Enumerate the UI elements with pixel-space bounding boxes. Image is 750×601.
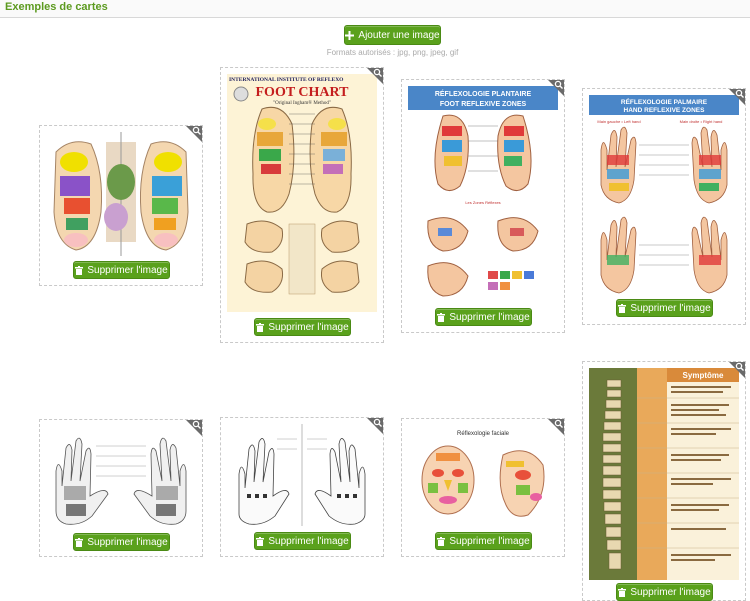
column-header: Symptôme	[683, 371, 724, 380]
plus-icon	[345, 30, 355, 40]
image-card: Symptôme Supprimer l'image	[582, 361, 746, 601]
delete-image-label: Supprimer l'image	[87, 536, 168, 548]
add-image-label: Ajouter une image	[358, 29, 440, 41]
card-thumbnail[interactable]: INTERNATIONAL INSTITUTE OF REFLEXO FOOT …	[227, 74, 377, 312]
svg-text:Les Zones Réflexes: Les Zones Réflexes	[465, 200, 500, 205]
card-thumbnail[interactable]: RÉFLEXOLOGIE PLANTAIRE FOOT REFLEXIVE ZO…	[408, 86, 558, 304]
image-card: Supprimer l'image	[39, 125, 203, 286]
trash-icon	[256, 322, 265, 332]
delete-image-button[interactable]: Supprimer l'image	[435, 532, 532, 550]
zoom-icon	[554, 80, 563, 89]
right-hand-label: Main droite • Right hand	[680, 119, 723, 124]
allowed-formats-text: Formats autorisés : jpg, png, jpeg, gif	[326, 48, 459, 57]
poster-subtitle: HAND REFLEXIVE ZONES	[624, 107, 706, 114]
add-image-button[interactable]: Ajouter une image	[344, 25, 441, 45]
poster-subtitle: FOOT REFLEXIVE ZONES	[440, 101, 527, 108]
page-title: Exemples de cartes	[5, 1, 108, 13]
trash-icon	[75, 537, 84, 547]
delete-image-label: Supprimer l'image	[268, 535, 349, 547]
delete-image-button[interactable]: Supprimer l'image	[73, 261, 170, 279]
image-card: RÉFLEXOLOGIE PALMAIRE HAND REFLEXIVE ZON…	[582, 88, 746, 325]
trash-icon	[437, 312, 446, 322]
delete-image-button[interactable]: Supprimer l'image	[254, 532, 351, 550]
foot-chart-title: FOOT CHART	[256, 85, 350, 100]
delete-image-label: Supprimer l'image	[268, 321, 349, 333]
zoom-icon	[554, 419, 563, 428]
trash-icon	[618, 303, 627, 313]
poster-title: RÉFLEXOLOGIE PLANTAIRE	[435, 89, 532, 98]
poster-title: Réflexologie faciale	[457, 431, 510, 437]
zoom-icon	[192, 126, 201, 135]
card-thumbnail[interactable]: Réflexologie faciale	[408, 425, 558, 527]
zoom-icon	[373, 68, 382, 77]
card-thumbnail[interactable]	[46, 132, 196, 256]
card-thumbnail[interactable]	[227, 424, 377, 526]
delete-image-label: Supprimer l'image	[87, 264, 168, 276]
image-card: Supprimer l'image	[39, 419, 203, 557]
foot-chart-subtitle: "Original Ingham® Method"	[273, 100, 331, 106]
institute-text: INTERNATIONAL INSTITUTE OF REFLEXO	[229, 77, 344, 83]
delete-image-button[interactable]: Supprimer l'image	[73, 533, 170, 551]
trash-icon	[75, 265, 84, 275]
poster-title: RÉFLEXOLOGIE PALMAIRE	[621, 97, 708, 106]
image-card: Réflexologie faciale Supprimer l'image	[401, 418, 565, 557]
trash-icon	[256, 536, 265, 546]
image-card: Supprimer l'image	[220, 417, 384, 557]
delete-image-button[interactable]: Supprimer l'image	[254, 318, 351, 336]
trash-icon	[437, 536, 446, 546]
zoom-icon	[192, 420, 201, 429]
page-header: Exemples de cartes	[0, 0, 750, 18]
trash-icon	[618, 587, 627, 597]
delete-image-label: Supprimer l'image	[630, 586, 711, 598]
left-hand-label: Main gauche • Left hand	[597, 119, 640, 124]
delete-image-button[interactable]: Supprimer l'image	[435, 308, 532, 326]
zoom-icon	[373, 418, 382, 427]
card-thumbnail[interactable]: RÉFLEXOLOGIE PALMAIRE HAND REFLEXIVE ZON…	[589, 95, 739, 295]
zoom-icon	[735, 89, 744, 98]
delete-image-button[interactable]: Supprimer l'image	[616, 583, 713, 601]
zoom-icon	[735, 362, 744, 371]
card-thumbnail[interactable]	[46, 426, 196, 526]
delete-image-button[interactable]: Supprimer l'image	[616, 299, 713, 317]
card-thumbnail[interactable]: Symptôme	[589, 368, 739, 580]
delete-image-label: Supprimer l'image	[630, 302, 711, 314]
delete-image-label: Supprimer l'image	[449, 311, 530, 323]
delete-image-label: Supprimer l'image	[449, 535, 530, 547]
image-card: INTERNATIONAL INSTITUTE OF REFLEXO FOOT …	[220, 67, 384, 343]
image-card: RÉFLEXOLOGIE PLANTAIRE FOOT REFLEXIVE ZO…	[401, 79, 565, 333]
